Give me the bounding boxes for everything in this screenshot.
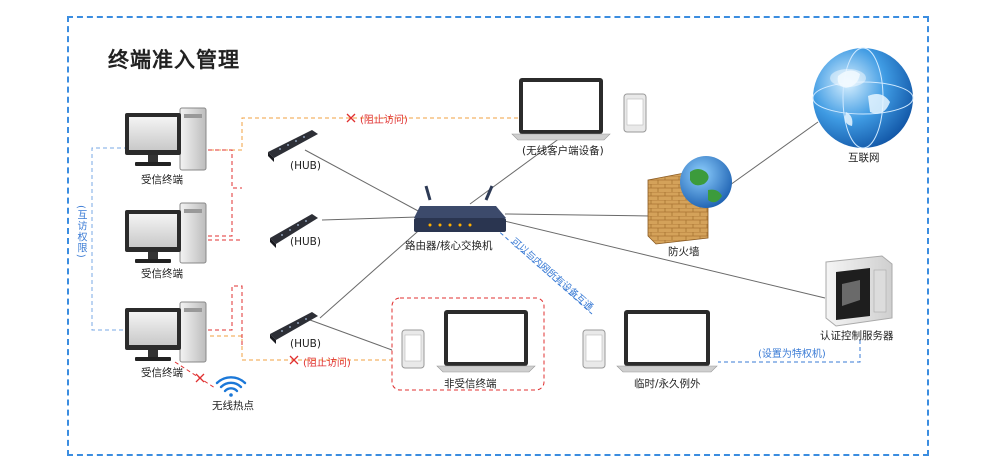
laptop-icon-exception xyxy=(616,310,718,373)
x-marker-top xyxy=(346,113,356,123)
block-access-bottom-label: (阻止访问) xyxy=(303,358,351,369)
phone-icon-wireless xyxy=(623,93,647,133)
hub-icon-1 xyxy=(268,130,318,162)
terminal-label-2: 受信终端 xyxy=(141,268,183,280)
link-hub1-router xyxy=(304,149,421,213)
auth-server-label: 认证控制服务器 xyxy=(820,330,894,342)
hub-label-1: (HUB) xyxy=(290,160,321,172)
phone-icon-exception xyxy=(582,329,606,369)
link-hub3-router xyxy=(319,224,426,319)
router-icon xyxy=(414,185,506,232)
block-x-markers xyxy=(195,113,356,383)
block-access-bottom xyxy=(210,335,392,361)
exception-label: 临时/永久例外 xyxy=(634,378,701,390)
auth-server-icon xyxy=(825,255,893,327)
untrusted-label: 非受信终端 xyxy=(444,378,497,390)
red-link-2 xyxy=(208,190,242,241)
solid-links xyxy=(304,121,826,351)
red-link-1 xyxy=(208,149,242,189)
wifi-icon xyxy=(215,376,247,397)
wireless-client-label: (无线客户端设备) xyxy=(522,145,604,157)
pc-icon-3 xyxy=(125,301,207,363)
pc-icon-1 xyxy=(125,107,207,171)
link-router-authserver xyxy=(499,219,826,299)
block-access-top-label: (阻止访问) xyxy=(360,115,408,126)
untrusted-box xyxy=(391,297,545,391)
hub-label-3: (HUB) xyxy=(290,338,321,350)
laptop-icon-untrusted xyxy=(436,310,536,373)
link-hub3-untrusted xyxy=(309,319,393,351)
link-firewall-internet xyxy=(729,121,819,186)
link-router-firewall xyxy=(504,213,651,217)
link-hub2-router xyxy=(321,216,419,221)
internet-globe-icon xyxy=(812,47,914,149)
firewall-label: 防火墙 xyxy=(668,246,700,258)
link-router-wireless xyxy=(469,137,561,205)
link-router-exception xyxy=(494,227,593,315)
hotspot-label: 无线热点 xyxy=(212,400,254,412)
red-link-hotspot xyxy=(174,361,216,389)
page-title: 终端准入管理 xyxy=(108,48,240,72)
mutual-access-label: (互访权限) xyxy=(75,205,86,259)
x-marker-hotspot xyxy=(195,373,205,383)
set-privileged-label: (设置为特权机) xyxy=(758,349,826,360)
terminal-label-3: 受信终端 xyxy=(141,367,183,379)
hub-label-2: (HUB) xyxy=(290,236,321,248)
dashed-links xyxy=(91,117,861,389)
red-link-3 xyxy=(208,285,243,346)
pc-icon-2 xyxy=(125,202,207,264)
network-diagram xyxy=(91,47,914,397)
internet-label: 互联网 xyxy=(848,152,880,164)
firewall-icon xyxy=(647,156,732,245)
router-label: 路由器/核心交换机 xyxy=(405,240,493,252)
x-marker-bottom xyxy=(289,355,299,365)
hub-icon-2 xyxy=(270,214,318,248)
mutual-access-bracket xyxy=(91,147,128,331)
phone-icon-untrusted xyxy=(401,329,425,369)
link-authserver-exception xyxy=(718,340,861,363)
laptop-icon-wireless xyxy=(511,78,611,141)
terminal-label-1: 受信终端 xyxy=(141,174,183,186)
hub-icon-3 xyxy=(270,312,318,344)
